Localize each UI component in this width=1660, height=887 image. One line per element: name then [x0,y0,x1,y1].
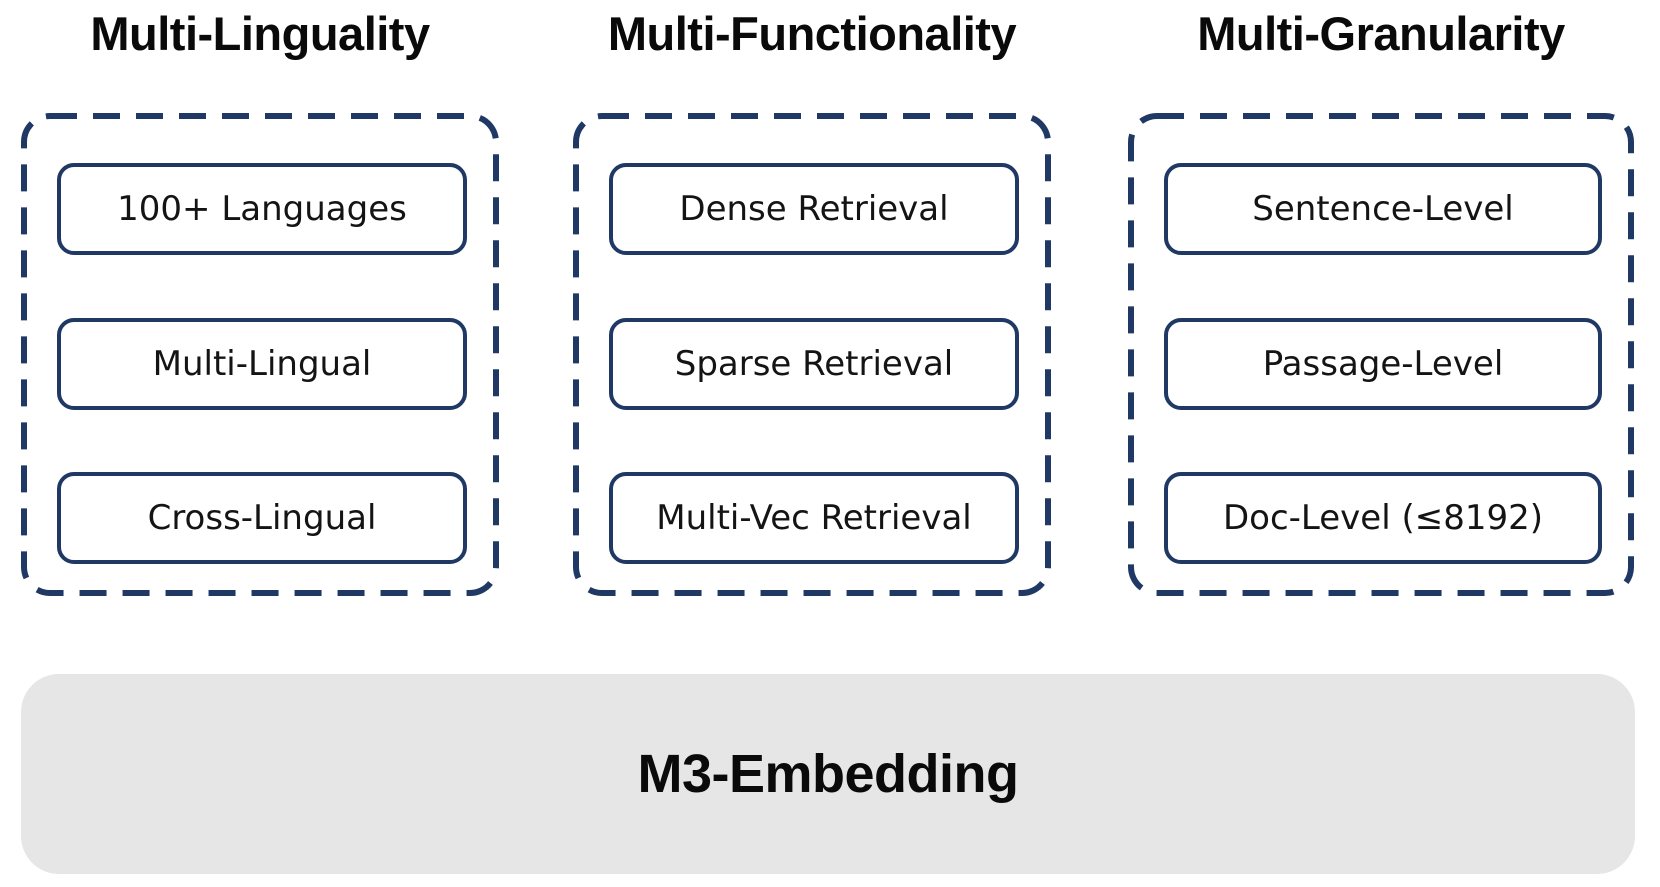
dashed-border [573,113,1051,596]
panel-multi-granularity: Sentence-Level Passage-Level Doc-Level (… [1127,112,1635,597]
dashed-border [21,113,499,596]
feature-box-cross-lingual: Cross-Lingual [57,472,467,564]
feature-box-sentence-level: Sentence-Level [1164,163,1602,255]
m3-embedding-banner: M3-Embedding [21,674,1635,874]
dashed-border [1128,113,1634,596]
column-title-multi-functionality: Multi-Functionality [607,6,1017,60]
column-title-multi-granularity: Multi-Granularity [1197,6,1565,60]
feature-box-doc-level: Doc-Level (≤8192) [1164,472,1602,564]
feature-box-passage-level: Passage-Level [1164,318,1602,410]
feature-box-multi-lingual: Multi-Lingual [57,318,467,410]
column-title-multi-linguality: Multi-Linguality [90,6,430,60]
feature-box-multi-vec-retrieval: Multi-Vec Retrieval [609,472,1019,564]
panel-multi-linguality: 100+ Languages Multi-Lingual Cross-Lingu… [20,112,500,597]
feature-box-dense-retrieval: Dense Retrieval [609,163,1019,255]
feature-box-100-languages: 100+ Languages [57,163,467,255]
feature-box-sparse-retrieval: Sparse Retrieval [609,318,1019,410]
m3-embedding-label: M3-Embedding [637,744,1020,804]
panel-multi-functionality: Dense Retrieval Sparse Retrieval Multi-V… [572,112,1052,597]
